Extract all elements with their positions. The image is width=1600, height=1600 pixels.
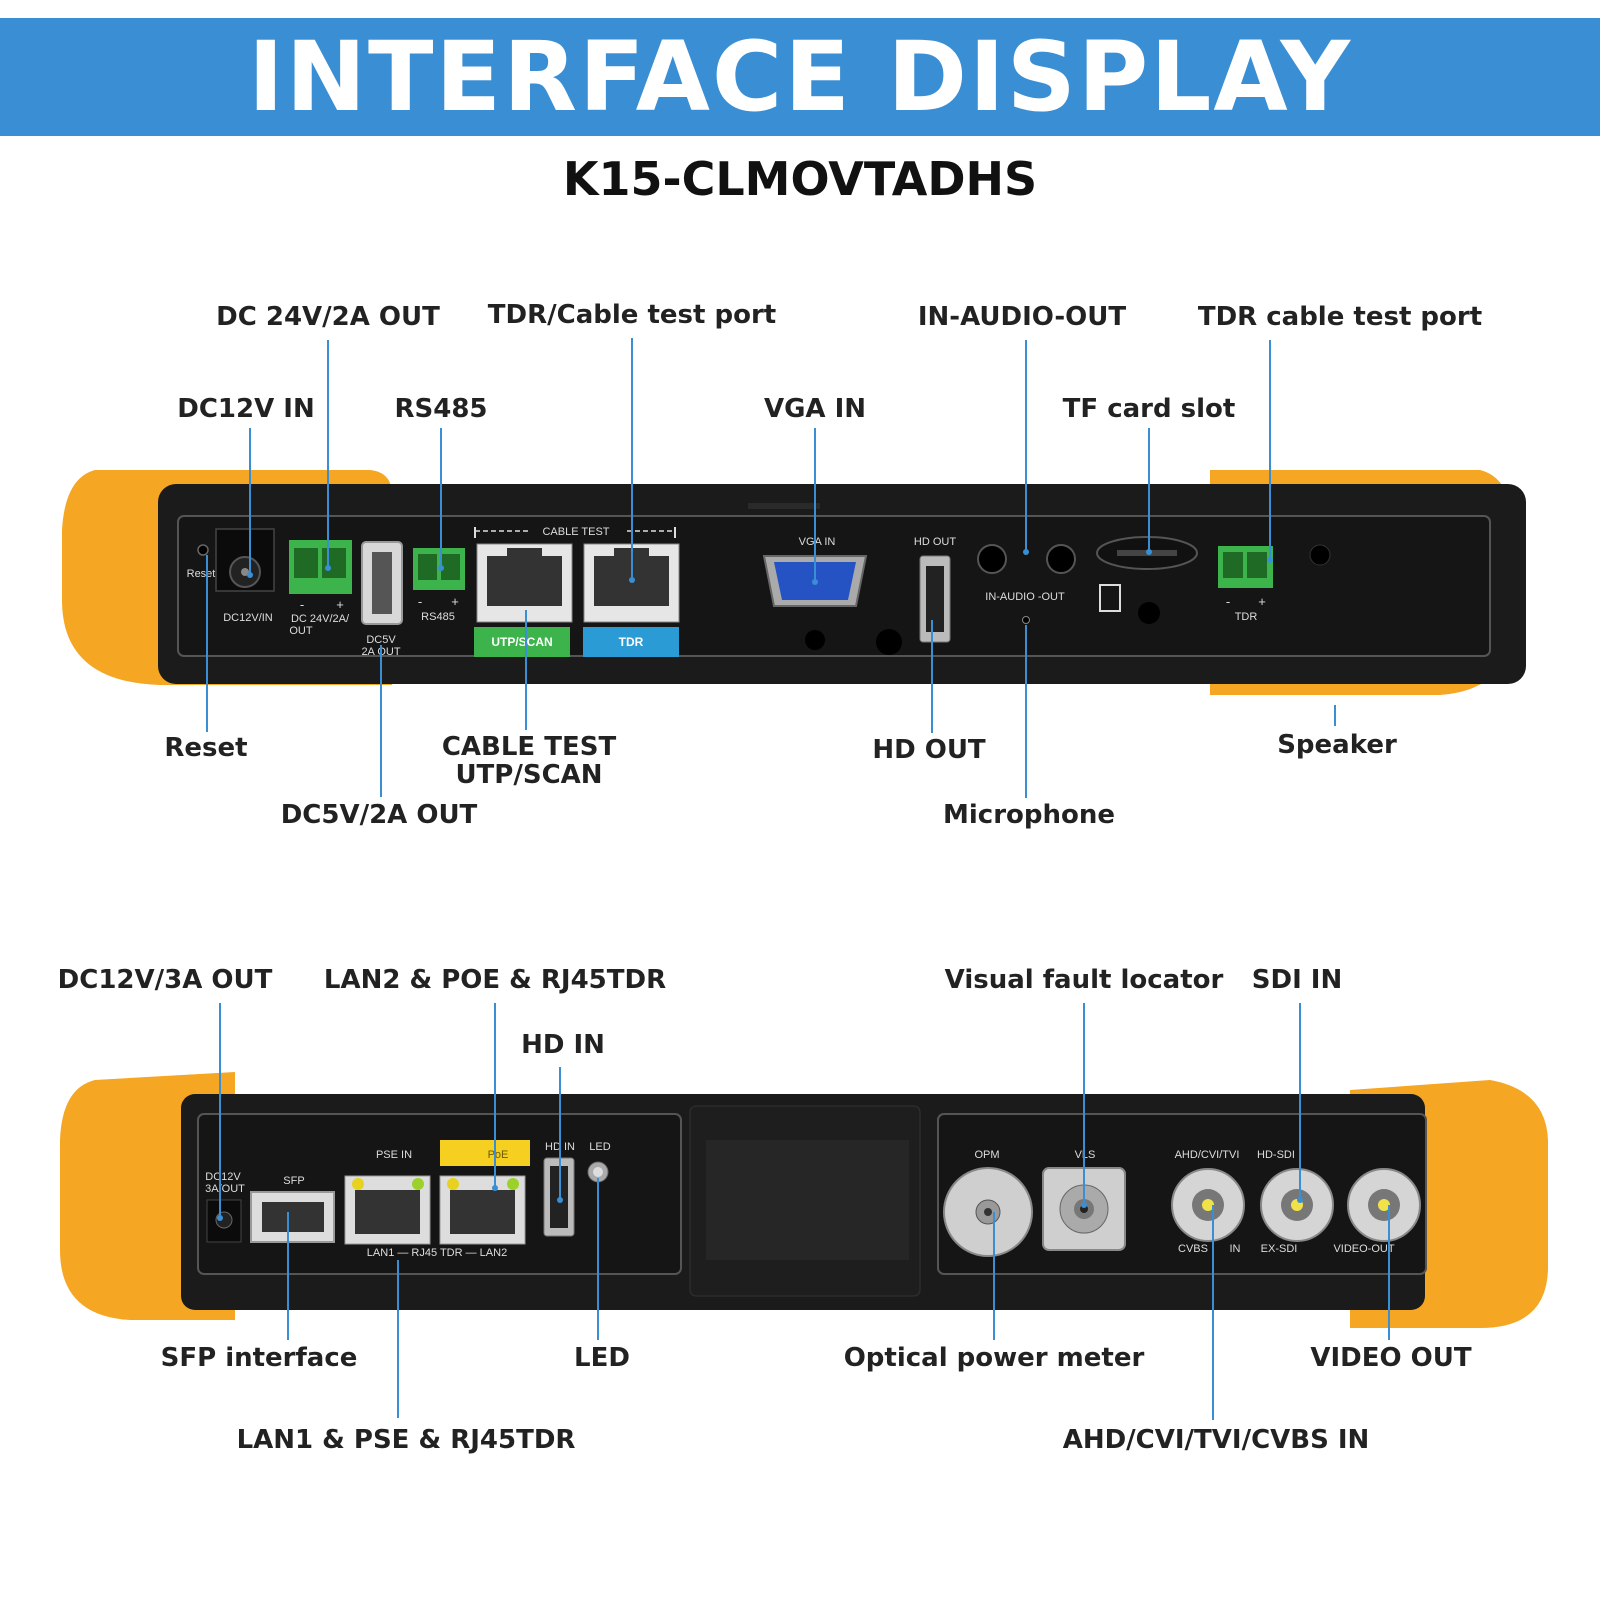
callout-rs485: RS485 bbox=[394, 394, 488, 424]
svg-text:TDR: TDR bbox=[1235, 611, 1258, 623]
svg-text:+: + bbox=[451, 594, 459, 609]
svg-text:HD-SDI: HD-SDI bbox=[1257, 1149, 1295, 1161]
reset-hole bbox=[197, 544, 209, 556]
callout-vfl: Visual fault locator bbox=[944, 965, 1224, 995]
svg-text:PSE IN: PSE IN bbox=[376, 1149, 412, 1161]
svg-text:DC12V: DC12V bbox=[205, 1171, 241, 1183]
callout-hd-out: HD OUT bbox=[872, 735, 986, 765]
svg-text:LED: LED bbox=[589, 1141, 610, 1153]
page-title: INTERFACE DISPLAY bbox=[247, 21, 1353, 133]
callout-tdr-port: TDR cable test port bbox=[1197, 302, 1483, 332]
dc12-printed: DC12V/IN bbox=[223, 612, 273, 624]
callout-tf-card: TF card slot bbox=[1062, 394, 1236, 424]
svg-text:DC5V: DC5V bbox=[366, 634, 396, 646]
svg-text:HD OUT: HD OUT bbox=[914, 536, 956, 548]
svg-text:AHD/CVI/TVI: AHD/CVI/TVI bbox=[1175, 1149, 1240, 1161]
svg-text:SFP: SFP bbox=[283, 1175, 304, 1187]
svg-text:CVBS: CVBS bbox=[1178, 1243, 1208, 1255]
audio-in-jack bbox=[977, 544, 1007, 574]
callout-video-out: VIDEO OUT bbox=[1310, 1343, 1472, 1373]
svg-text:UTP/SCAN: UTP/SCAN bbox=[491, 635, 552, 649]
svg-text:CABLE TEST: CABLE TEST bbox=[542, 526, 609, 538]
callout-dc24-out: DC 24V/2A OUT bbox=[216, 302, 440, 332]
title-banner bbox=[0, 18, 1600, 136]
callout-sfp: SFP interface bbox=[160, 1343, 358, 1373]
svg-text:-: - bbox=[300, 597, 304, 612]
callout-cable-test-line1: CABLE TEST bbox=[441, 732, 617, 762]
callout-reset: Reset bbox=[164, 733, 248, 763]
callout-lan1: LAN1 & PSE & RJ45TDR bbox=[236, 1425, 576, 1455]
callout-microphone: Microphone bbox=[942, 800, 1116, 830]
audio-out-jack bbox=[1046, 544, 1076, 574]
bottom-leader-lines bbox=[219, 1003, 1390, 1420]
microphone-hole bbox=[1022, 616, 1030, 624]
callout-vga-in: VGA IN bbox=[763, 394, 867, 424]
tf-card-icon bbox=[1099, 584, 1121, 612]
bottom-leader-dots bbox=[217, 1185, 1303, 1221]
callout-speaker: Speaker bbox=[1277, 730, 1397, 760]
svg-text:+: + bbox=[336, 597, 344, 612]
svg-text:LAN1 — RJ45 TDR — LAN2: LAN1 — RJ45 TDR — LAN2 bbox=[367, 1247, 507, 1259]
callout-hd-in: HD IN bbox=[521, 1030, 605, 1060]
svg-text:RS485: RS485 bbox=[421, 611, 455, 623]
callout-sdi-in: SDI IN bbox=[1251, 965, 1343, 995]
svg-text:PoE: PoE bbox=[488, 1149, 509, 1161]
svg-text:VIDEO-OUT: VIDEO-OUT bbox=[1333, 1243, 1394, 1255]
callout-dc12-in: DC12V IN bbox=[177, 394, 315, 424]
dc24-printed-2: OUT bbox=[289, 625, 313, 637]
poe-badge bbox=[440, 1140, 530, 1166]
svg-text:IN: IN bbox=[1230, 1243, 1241, 1255]
callout-dc5-out: DC5V/2A OUT bbox=[280, 800, 478, 830]
svg-text:+: + bbox=[1258, 594, 1266, 609]
svg-text:VGA IN: VGA IN bbox=[799, 536, 836, 548]
svg-text:-: - bbox=[1226, 594, 1230, 609]
reset-printed: Reset bbox=[187, 568, 216, 580]
callout-led: LED bbox=[574, 1343, 630, 1373]
callout-lan2: LAN2 & POE & RJ45TDR bbox=[323, 965, 667, 995]
callout-opm: Optical power meter bbox=[843, 1343, 1145, 1373]
callout-dc12-3a-out: DC12V/3A OUT bbox=[57, 965, 273, 995]
svg-text:OPM: OPM bbox=[974, 1149, 999, 1161]
dc24-printed-1: DC 24V/2A/ bbox=[291, 613, 350, 625]
model-number: K15-CLMOVTADHS bbox=[562, 152, 1038, 206]
speaker-hole bbox=[1309, 544, 1331, 566]
callout-in-audio-out: IN-AUDIO-OUT bbox=[917, 302, 1127, 332]
svg-text:IN-AUDIO -OUT: IN-AUDIO -OUT bbox=[985, 591, 1065, 603]
top-device: Reset DC12V/IN - + DC 24V/2A/ OUT DC5V 2… bbox=[62, 470, 1526, 695]
top-leader-lines bbox=[206, 338, 1336, 798]
callout-cable-test: CABLE TEST UTP/SCAN bbox=[442, 733, 616, 789]
top-leader-dots bbox=[247, 549, 1273, 585]
svg-text:TDR: TDR bbox=[619, 635, 644, 649]
callout-cable-test-line2: UTP/SCAN bbox=[455, 760, 603, 790]
callout-ahd-in: AHD/CVI/TVI/CVBS IN bbox=[1062, 1425, 1370, 1455]
svg-text:EX-SDI: EX-SDI bbox=[1261, 1243, 1298, 1255]
svg-text:3A/OUT: 3A/OUT bbox=[205, 1183, 245, 1195]
bottom-device: DC12V 3A/OUT SFP PSE IN PoE LAN1 — RJ45 … bbox=[60, 1072, 1548, 1328]
svg-text:-: - bbox=[418, 594, 422, 609]
callout-tdr-cable-port: TDR/Cable test port bbox=[487, 300, 777, 330]
